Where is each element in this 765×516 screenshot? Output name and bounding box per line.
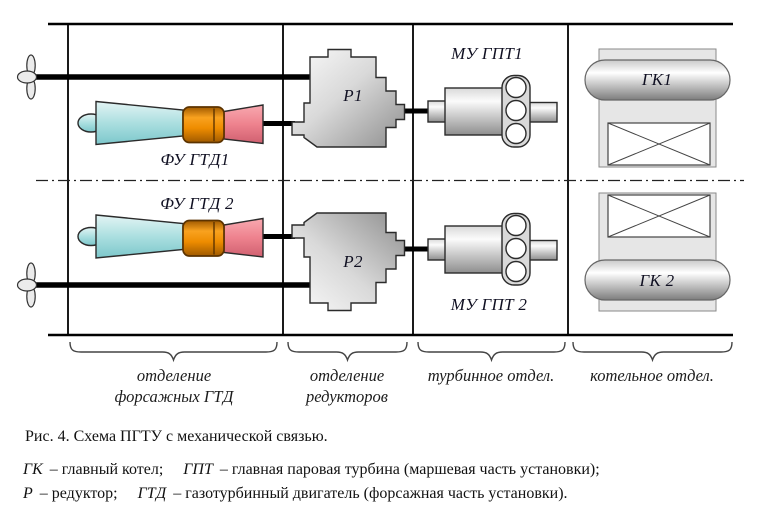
coupling-2-label: МУ ГПТ 2 <box>450 295 528 314</box>
legend-term-r: Р <box>23 485 33 502</box>
section-brace-1 <box>69 341 278 363</box>
section-brace-3 <box>417 341 566 363</box>
coupling-bolt-2c <box>505 260 527 283</box>
gas-turbine-engine-1 <box>77 100 264 146</box>
combustor-casing-2 <box>182 219 225 257</box>
figure-caption: Рис. 4. Схема ПГТУ с механической связью… <box>25 428 328 445</box>
exhaust-nozzle-2 <box>223 217 264 258</box>
heat-exchanger-1-diag-b <box>607 122 711 166</box>
section-braces <box>69 341 733 363</box>
section-label-2: отделение редукторов <box>306 365 388 407</box>
propeller-icon-2 <box>16 262 38 308</box>
coupling-1-label: МУ ГПТ1 <box>451 44 523 63</box>
coupling-bolt-1c <box>505 122 527 145</box>
section-label-2-line1: отделение <box>309 366 385 385</box>
exhaust-nozzle-1 <box>223 104 264 145</box>
section-label-1-line1: отделение <box>136 366 212 385</box>
turbine-cylinder-2 <box>444 225 504 274</box>
coupling-bolt-1b <box>505 99 527 122</box>
legend-def-r: – редуктор; <box>39 485 118 502</box>
boiler-drum-2 <box>584 259 731 301</box>
gas-turbine-engine-2 <box>77 214 264 259</box>
legend-term-gtd: ГТД <box>137 485 167 502</box>
section-label-1-line2: форсажных ГТД <box>114 387 234 406</box>
gearbox-2-shape <box>291 212 406 312</box>
section-brace-4 <box>572 341 733 363</box>
boiler-1 <box>584 59 731 166</box>
coupling-bolt-2b <box>505 237 527 260</box>
coupling-left-stub-1 <box>427 100 447 123</box>
heat-exchanger-2-diag-b <box>607 194 711 238</box>
legend-term-gk: ГК <box>23 461 43 478</box>
boiler-drum-1 <box>584 59 731 101</box>
section-label-2-line2: редукторов <box>306 387 388 406</box>
section-label-1: отделение форсажных ГТД <box>115 365 234 407</box>
engine-2-label: ФУ ГТД 2 <box>160 194 234 213</box>
coupling-right-stub-2 <box>528 239 558 261</box>
section-label-4-line1: котельное отдел. <box>590 366 714 385</box>
boiler-2-label: ГК 2 <box>639 271 675 290</box>
section-label-3-line1: турбинное отдел. <box>427 366 555 385</box>
coupling-left-stub-2 <box>427 238 447 261</box>
combustor-casing-1 <box>182 106 225 144</box>
section-label-3: турбинное отдел. <box>428 365 554 386</box>
legend-term-gpt: ГПТ <box>183 461 213 478</box>
legend-row-1: ГК – главный котел; ГПТ – главная паровая … <box>23 458 600 482</box>
coupling-bolt-1a <box>505 76 527 99</box>
intake-cone-1 <box>95 100 184 146</box>
legend-def-gpt: – главная паровая турбина (маршевая част… <box>219 461 600 478</box>
intake-cone-2 <box>95 214 184 259</box>
coupling-turbine-unit-1 <box>427 74 558 148</box>
section-brace-2 <box>287 341 408 363</box>
figure-legend: ГК – главный котел; ГПТ – главная паровая … <box>23 458 600 506</box>
section-label-4: котельное отдел. <box>590 365 714 386</box>
legend-def-gtd: – газотурбинный двигатель (форсажная час… <box>173 485 568 502</box>
propeller-icon-1 <box>16 54 38 100</box>
legend-def-gk: – главный котел; <box>49 461 164 478</box>
shaft-lines <box>36 74 430 288</box>
boiler-2 <box>584 194 731 301</box>
boiler-1-label: ГК1 <box>641 70 673 89</box>
coupling-bolt-2a <box>505 214 527 237</box>
engine-1-label: ФУ ГТД1 <box>160 150 230 169</box>
turbine-cylinder-1 <box>444 87 504 136</box>
legend-row-2: Р – редуктор; ГТД – газотурбинный двигател… <box>23 482 600 506</box>
gearbox-1-shape <box>291 48 406 148</box>
coupling-turbine-unit-2 <box>427 212 558 286</box>
gearbox-1-label: Р1 <box>343 86 363 105</box>
gearbox-2-label: Р2 <box>343 252 363 271</box>
diagram-canvas <box>16 22 744 363</box>
coupling-right-stub-1 <box>528 101 558 123</box>
